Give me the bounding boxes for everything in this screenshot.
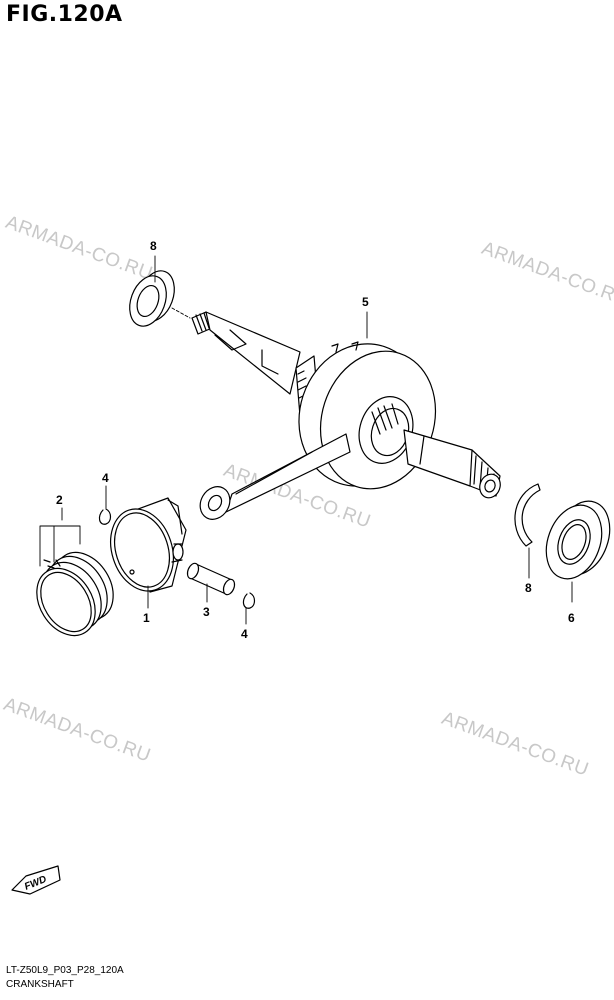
fwd-arrow-icon: FWD	[11, 865, 61, 895]
oil-seal-right-drawing	[545, 500, 611, 580]
piston-ring-set-drawing	[36, 551, 114, 637]
callout-2: 2	[56, 493, 63, 507]
figure-title: FIG.120A	[6, 2, 123, 27]
piston-pin-circlip-lower-drawing	[242, 592, 256, 609]
callout-4-upper: 4	[102, 471, 109, 485]
callout-1: 1	[143, 611, 150, 625]
callout-3: 3	[203, 605, 210, 619]
piston-drawing	[110, 497, 187, 593]
callout-8: 8	[525, 581, 532, 595]
drawing-code: LT-Z50L9_P03_P28_120A	[6, 965, 124, 976]
callout-7: 8	[150, 239, 157, 253]
oil-seal-left-drawing	[129, 270, 175, 327]
circlip-drawing	[514, 483, 541, 547]
callout-5: 5	[362, 295, 369, 309]
callout-6: 6	[568, 611, 575, 625]
piston-pin-circlip-upper-drawing	[98, 508, 112, 525]
callout-4-lower: 4	[241, 627, 248, 641]
figure-name: CRANKSHAFT	[6, 979, 74, 990]
crankshaft-drawing	[191, 311, 501, 520]
piston-pin-drawing	[186, 562, 236, 596]
